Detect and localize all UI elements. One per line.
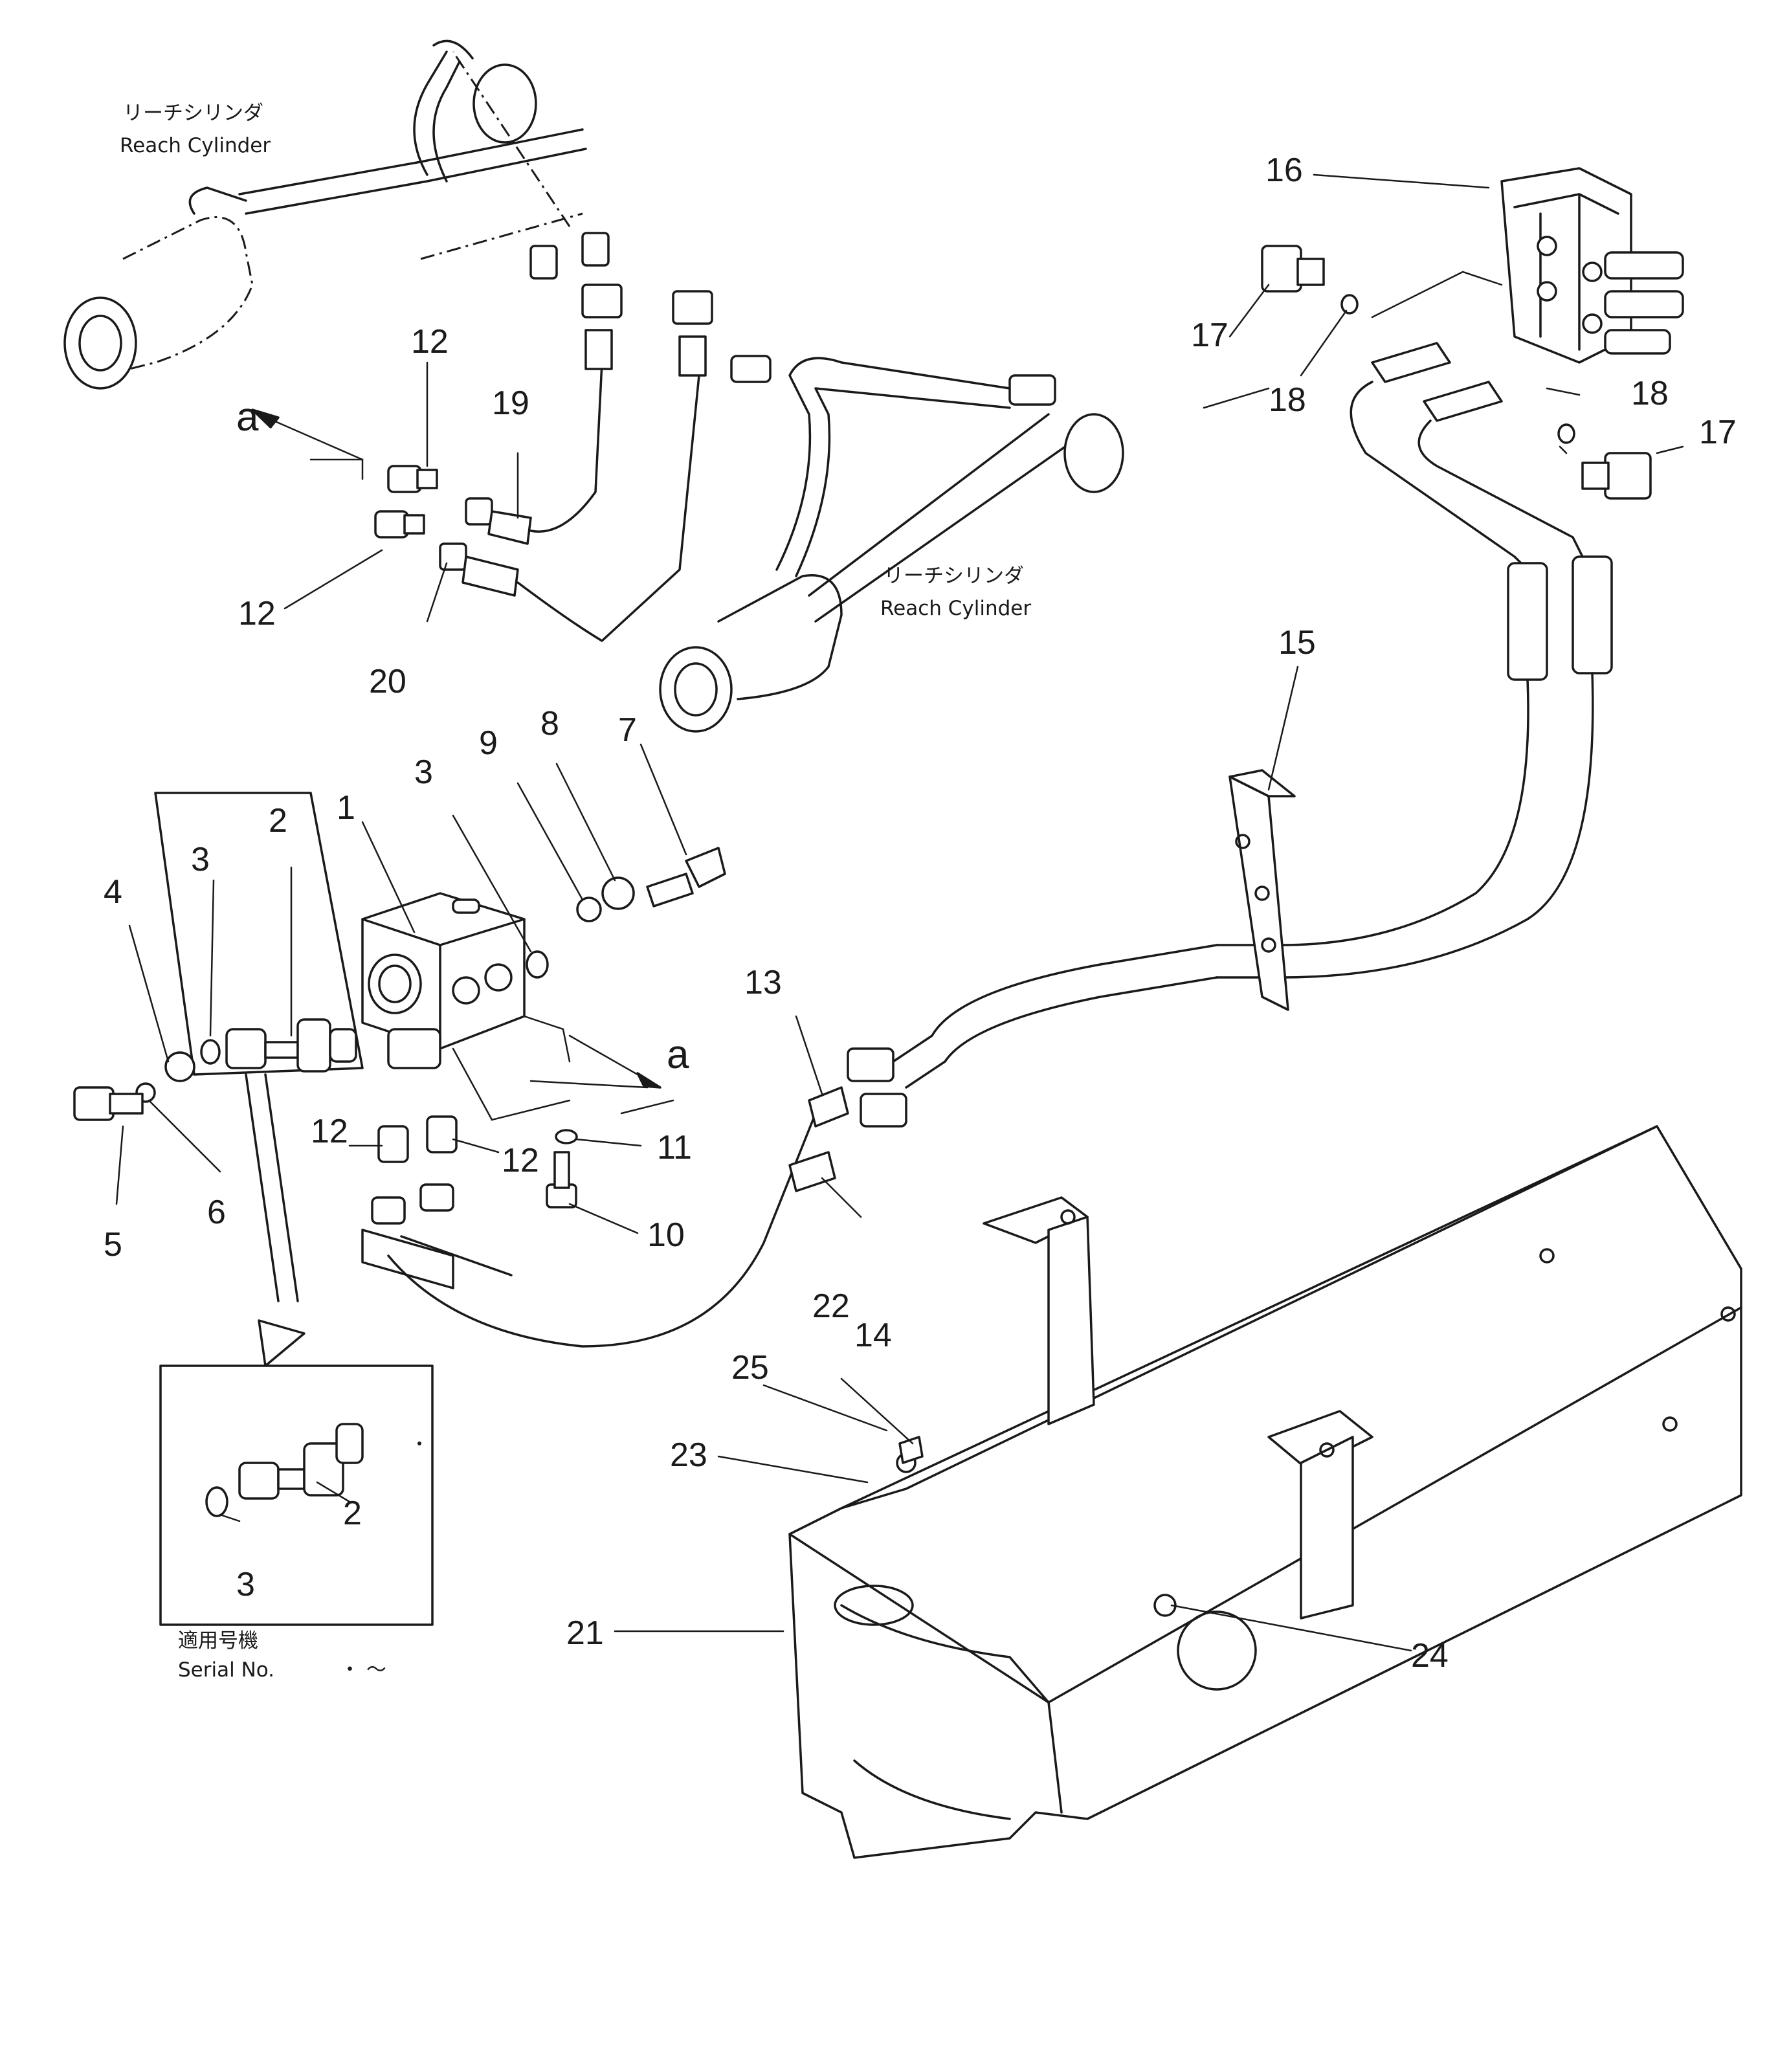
callout-1: 1	[337, 789, 355, 827]
leader-lines	[115, 173, 1684, 1652]
callout-5: 5	[104, 1226, 122, 1264]
callout-14: 14	[854, 1317, 892, 1354]
detail-letter-mid: a	[667, 1032, 689, 1077]
label-reach-cylinder-top: リーチシリンダ Reach Cylinder	[120, 102, 271, 157]
callout-3: 3	[191, 841, 210, 878]
detail-arrow	[159, 1073, 434, 1626]
fittings-top-left	[309, 284, 713, 642]
reach-cylinder-mid-jp: リーチシリンダ	[884, 564, 1024, 588]
callout-18: 18	[1631, 375, 1669, 412]
callout-20: 20	[369, 663, 406, 700]
callout-18: 18	[1269, 381, 1306, 419]
callout-17: 17	[1191, 317, 1228, 354]
callout-10: 10	[647, 1216, 685, 1254]
control-valve	[1216, 167, 1684, 979]
callout-19: 19	[492, 384, 529, 422]
bolt-washer-group	[73, 1051, 195, 1121]
callout-13: 13	[744, 964, 782, 1001]
label-serial: 適用号機 Serial No. ・ ～	[178, 1629, 386, 1682]
callout-9: 9	[479, 724, 498, 762]
callout-17: 17	[1699, 414, 1737, 451]
callout-4: 4	[104, 873, 122, 911]
arrow-a-top	[251, 408, 364, 461]
arrow-a-mid	[568, 1034, 661, 1089]
callout-12: 12	[411, 323, 449, 361]
callout-3: 3	[236, 1566, 255, 1603]
serial-range: ・ ～	[340, 1658, 386, 1682]
callout-16: 16	[1265, 151, 1303, 189]
callout-23: 23	[670, 1436, 707, 1474]
callout-2: 2	[343, 1495, 362, 1532]
callout-7: 7	[618, 711, 637, 749]
callout-12: 12	[311, 1113, 348, 1150]
frame	[788, 1125, 1742, 1859]
lower-fittings	[361, 1086, 849, 1348]
callout-15: 15	[1278, 624, 1316, 662]
callout-11: 11	[657, 1129, 692, 1166]
dot-mark	[417, 1442, 421, 1445]
callout-3: 3	[414, 753, 433, 791]
serial-en: Serial No.	[178, 1658, 274, 1682]
callout-21: 21	[566, 1614, 604, 1652]
callout-8: 8	[540, 705, 559, 742]
reach-cylinder-left	[63, 39, 610, 390]
callout-24: 24	[1411, 1637, 1449, 1675]
reach-cylinder-top-jp: リーチシリンダ	[123, 102, 263, 125]
serial-jp: 適用号機	[178, 1629, 258, 1653]
callout-22: 22	[812, 1287, 850, 1325]
callout-12: 12	[238, 595, 276, 632]
bulkhead-plate	[847, 769, 1296, 1128]
callout-6: 6	[207, 1194, 226, 1231]
label-reach-cylinder-mid: リーチシリンダ Reach Cylinder	[880, 564, 1031, 620]
callout-2: 2	[269, 802, 287, 840]
reach-cylinder-mid-en: Reach Cylinder	[880, 597, 1031, 620]
detail-box	[154, 792, 364, 1076]
callout-25: 25	[731, 1349, 769, 1387]
detail-letter-top: a	[236, 395, 259, 440]
reach-cylinder-top-en: Reach Cylinder	[120, 134, 271, 157]
selector-valve	[361, 892, 674, 1121]
callout-12: 12	[502, 1142, 539, 1179]
reach-cylinder-right	[659, 355, 1124, 733]
small-parts-row	[526, 847, 726, 979]
